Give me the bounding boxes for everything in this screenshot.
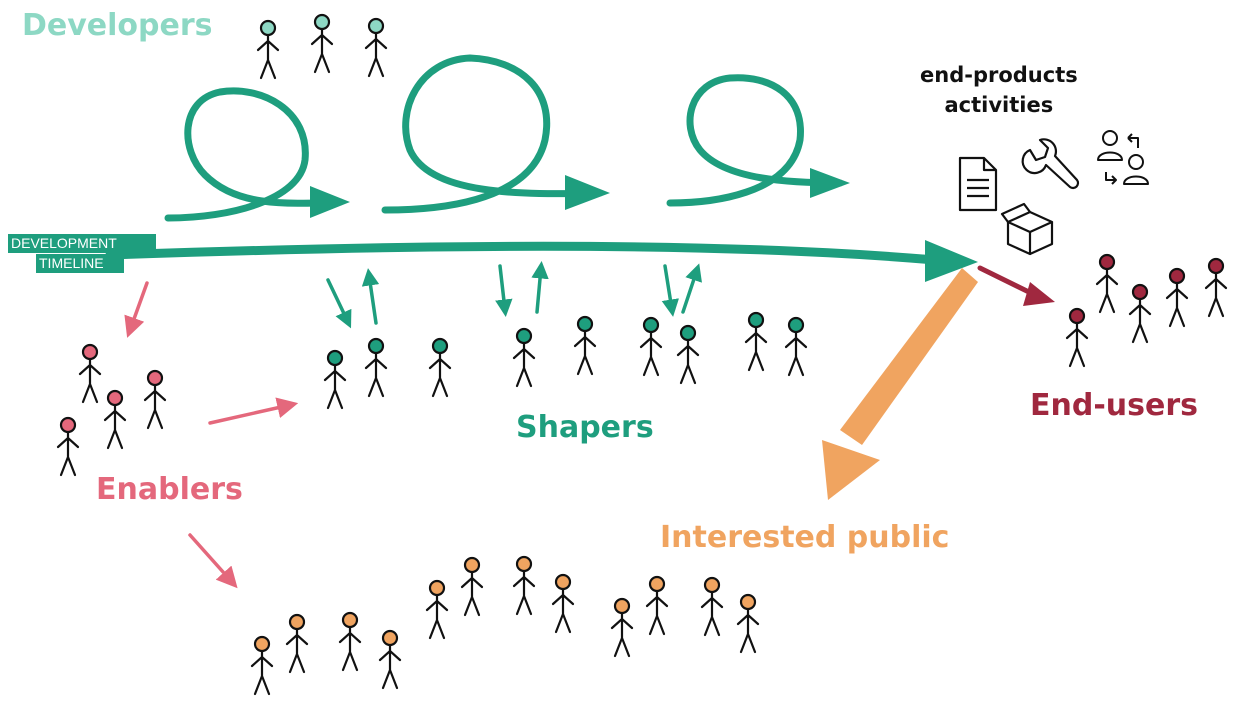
end-user-figure (1128, 283, 1152, 344)
development-timeline-label: DEVELOPMENT TIMELINE (8, 234, 156, 273)
public-figure (736, 593, 760, 654)
wrench-icon (1021, 138, 1080, 190)
enabler-arrows (124, 281, 299, 589)
end-user-figure (1204, 257, 1228, 318)
shaper-figure (428, 337, 452, 398)
timeline-label-line-1: DEVELOPMENT (8, 234, 156, 253)
public-figure (250, 635, 274, 696)
shaper-figure (784, 316, 808, 377)
loop-3-head (810, 168, 850, 198)
timeline-arrow (105, 240, 978, 282)
interested-public-label: Interested public (660, 520, 950, 555)
end-user-figure (1095, 253, 1119, 314)
public-figure (512, 555, 536, 616)
end-products-activities-label: end-products activities (920, 60, 1078, 120)
activities-line-2: activities (944, 93, 1054, 117)
document-icon (958, 156, 998, 212)
end-user-figure (1165, 267, 1189, 328)
enabler-figure (56, 416, 80, 477)
public-figure (460, 556, 484, 617)
shaper-figure (512, 327, 536, 388)
public-figure (610, 597, 634, 658)
public-figure (338, 611, 362, 672)
loop-1-head (310, 186, 350, 218)
end-users-label: End-users (1030, 388, 1198, 423)
arrow-to-public (822, 268, 978, 500)
shaper-figure (364, 337, 388, 398)
shaper-figure (323, 349, 347, 410)
activities-line-1: end-products (920, 63, 1078, 87)
shaper-figure (573, 315, 597, 376)
user-exchange-icon (1097, 130, 1149, 185)
developer-figure (310, 13, 334, 74)
people-layer (56, 13, 1228, 696)
public-figure (551, 573, 575, 634)
enabler-figure (103, 389, 127, 450)
developers-label: Developers (22, 8, 213, 43)
public-figure (425, 579, 449, 640)
public-figure (700, 576, 724, 637)
enablers-label: Enablers (96, 472, 243, 507)
developer-figure (364, 17, 388, 78)
loop-3 (666, 74, 844, 207)
developer-figure (256, 19, 280, 80)
public-figure (378, 629, 402, 690)
shaper-figure (744, 311, 768, 372)
shaper-figure (676, 324, 700, 385)
shapers-label: Shapers (516, 410, 654, 445)
public-figure (285, 613, 309, 674)
loop-2 (381, 54, 604, 214)
enabler-figure (78, 343, 102, 404)
enabler-figure (143, 369, 167, 430)
arrow-to-end-users (977, 265, 1055, 306)
timeline-label-line-2: TIMELINE (36, 254, 124, 273)
feedback-arrows (326, 261, 702, 329)
development-loops (164, 54, 850, 222)
end-user-figure (1065, 307, 1089, 368)
box-icon (1000, 202, 1054, 256)
public-figure (645, 575, 669, 636)
shaper-figure (639, 316, 663, 377)
loop-1 (164, 87, 344, 222)
loop-2-head (565, 175, 610, 210)
